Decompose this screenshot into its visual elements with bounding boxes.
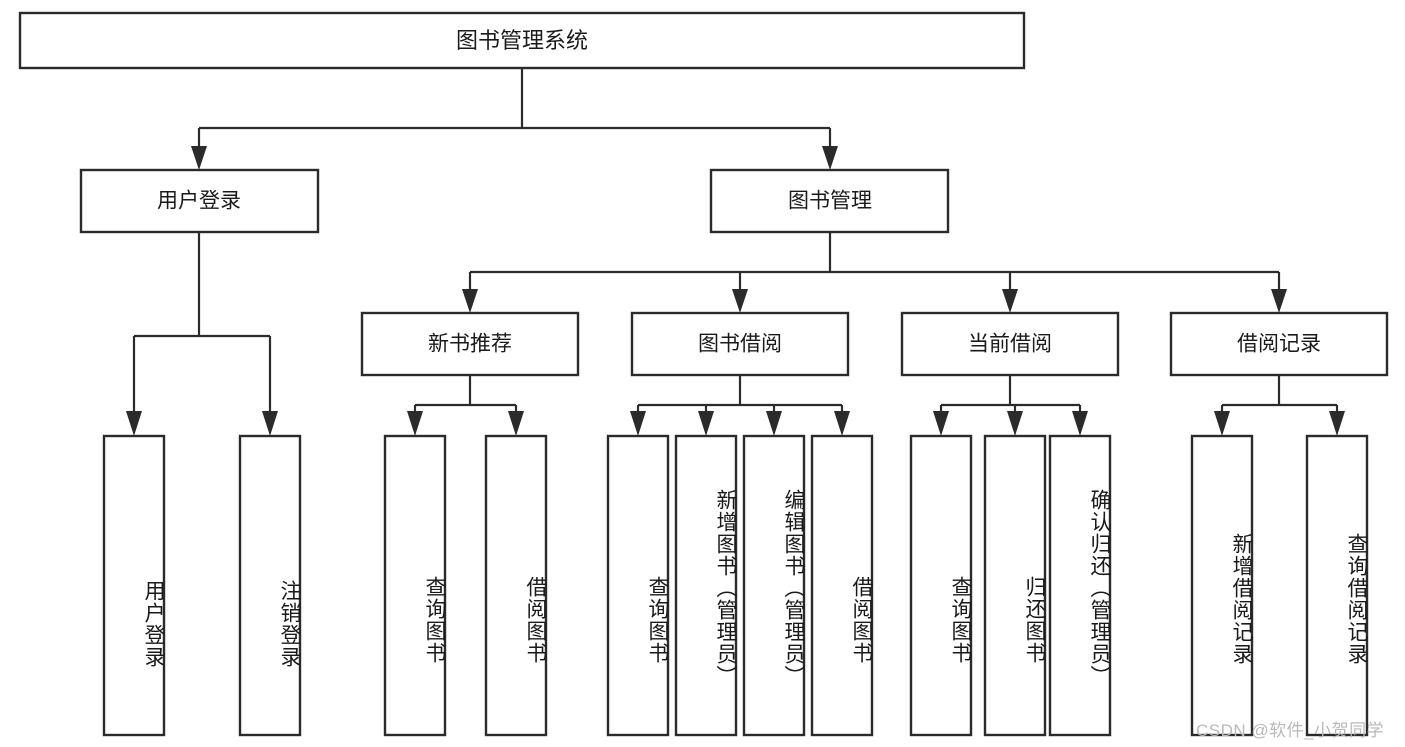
arrow-head-bb-edit-book (766, 411, 782, 436)
arrow-head-leaf-user-login (126, 411, 142, 436)
leaf-box-layer (102, 434, 1369, 737)
node-book-borrow-label: 图书借阅 (698, 333, 782, 356)
arrow-head-nbr-borrow-book (508, 411, 524, 436)
node-user-login[interactable]: 用户登录 (79, 168, 320, 234)
arrow-head-nbr-query-book (407, 411, 423, 436)
node-book-borrow-box[interactable] (630, 311, 850, 377)
node-new-book-recommend-label: 新书推荐 (428, 333, 512, 356)
leaf-box-bb-query-book[interactable] (606, 434, 670, 737)
arrow-head-cb-confirm-return (1072, 411, 1088, 436)
connector-layer (126, 68, 1345, 436)
arrow-head-cb-query-book (933, 411, 949, 436)
arrow-head-new-book-rec (462, 289, 478, 313)
arrow-head-br-add-record (1214, 411, 1230, 436)
arrow-head-book-mgmt (822, 146, 838, 170)
node-borrow-record[interactable]: 借阅记录 (1169, 311, 1389, 377)
csdn-watermark: CSDN @软件_小贺同学 (1196, 721, 1385, 740)
node-book-management-label: 图书管理 (788, 190, 872, 213)
leaf-box-cb-query-book[interactable] (909, 434, 973, 737)
arrow-head-borrow-record (1271, 289, 1287, 313)
arrow-head-current-borrow (1002, 289, 1018, 313)
leaf-box-bb-add-book[interactable] (674, 434, 738, 737)
node-new-book-recommend[interactable]: 新书推荐 (360, 311, 580, 377)
leaf-box-cb-return-book[interactable] (983, 434, 1047, 737)
arrow-head-cb-return-book (1007, 411, 1023, 436)
leaf-box-br-add-record[interactable] (1190, 434, 1254, 737)
leaf-box-bb-edit-book[interactable] (742, 434, 806, 737)
node-book-borrow[interactable]: 图书借阅 (630, 311, 850, 377)
arrow-head-book-borrow (732, 289, 748, 313)
node-borrow-record-label: 借阅记录 (1237, 333, 1321, 356)
arrow-head-bb-query-book (630, 411, 646, 436)
node-new-book-recommend-box[interactable] (360, 311, 580, 377)
node-root-box[interactable] (18, 11, 1026, 70)
node-root[interactable]: 图书管理系统 (18, 11, 1026, 70)
leaf-box-nbr-query-book[interactable] (383, 434, 447, 737)
leaf-box-cb-confirm-return[interactable] (1048, 434, 1112, 737)
arrow-head-leaf-logout (262, 411, 278, 436)
leaf-box-bb-borrow-book[interactable] (810, 434, 874, 737)
node-book-management-box[interactable] (709, 168, 950, 234)
node-current-borrow-label: 当前借阅 (968, 333, 1052, 356)
node-user-login-label: 用户登录 (157, 190, 241, 213)
node-user-login-box[interactable] (79, 168, 320, 234)
leaf-box-user-login[interactable] (102, 434, 166, 737)
node-root-label: 图书管理系统 (456, 28, 588, 53)
arrow-head-user-login (191, 146, 207, 170)
leaf-box-br-query-record[interactable] (1305, 434, 1369, 737)
node-current-borrow-box[interactable] (900, 311, 1120, 377)
node-borrow-record-box[interactable] (1169, 311, 1389, 377)
arrow-head-bb-borrow-book (834, 411, 850, 436)
node-book-management[interactable]: 图书管理 (709, 168, 950, 234)
arrow-head-br-query-record (1329, 411, 1345, 436)
node-current-borrow[interactable]: 当前借阅 (900, 311, 1120, 377)
leaf-box-nbr-borrow-book[interactable] (484, 434, 548, 737)
arrow-head-bb-add-book (698, 411, 714, 436)
leaf-box-logout[interactable] (238, 434, 302, 737)
